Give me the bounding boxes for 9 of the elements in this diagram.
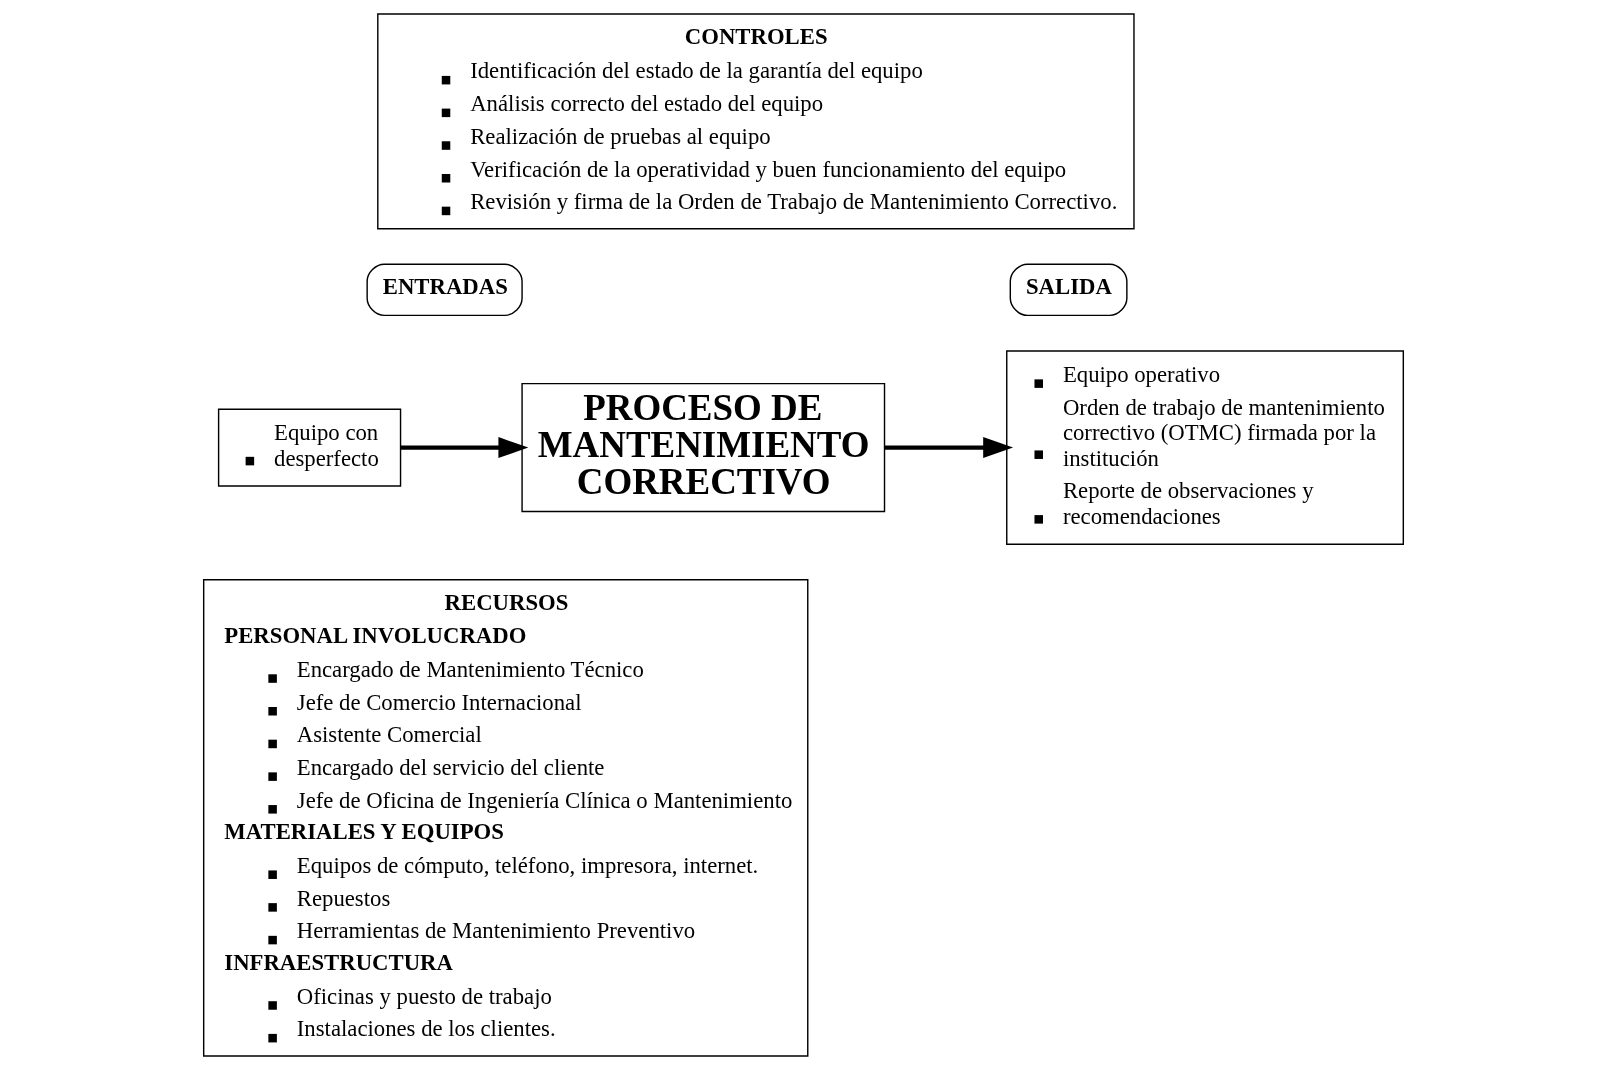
node-box: Equipo con desperfecto xyxy=(217,408,401,487)
arrow xyxy=(884,437,1013,459)
node-box: CONTROLES Identificación del estado de la garantía del equipo Análisis correcto del estado del equipo Realización de pruebas al equipo Verificación de la operatividad y buen funcionamiento del equipo Revisión y firma de la Orden de Trabajo de Mantenimiento Correctivo. xyxy=(376,13,1135,230)
node-box: Equipo operativo Orden de trabajo de mantenimiento correctivo (OTMC) firmada por la institución Reporte de observaciones y recomendaciones xyxy=(1005,350,1404,545)
node-box: RECURSOS PERSONAL INVOLUCRADO Encargado de Mantenimiento Técnico Jefe de Comercio Internacional Asistente Comercial Encargado del servicio del cliente Jefe de Oficina de Ingeniería Clínica o Mantenimiento MATERIALES Y EQUIPOS Equipos de cómputo, teléfono, impresora, internet. Repuestos Herramientas de Mantenimiento Preventivo INFRAESTRUCTURA Oficinas y puesto de trabajo Instalaciones de los clientes. xyxy=(202,579,808,1057)
node-box: SALIDA xyxy=(1009,263,1128,317)
node-box: ENTRADAS xyxy=(365,263,523,317)
arrow xyxy=(400,437,528,459)
node-box: PROCESO DE MANTENIMIENTO CORRECTIVO xyxy=(520,382,885,513)
